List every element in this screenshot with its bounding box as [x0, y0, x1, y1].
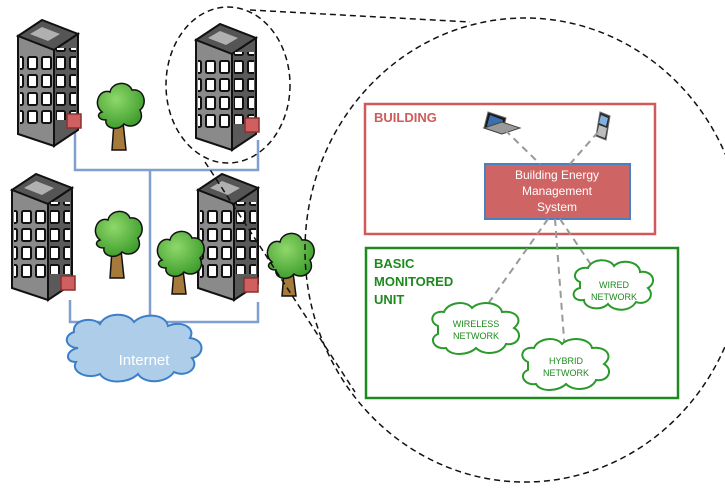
zoom-callout	[165, 6, 725, 483]
internet-cloud-icon: Internet	[65, 313, 203, 383]
tree-icon	[266, 232, 315, 297]
office-building-icon	[193, 22, 260, 152]
wireless-network-cloud: WIRELESS NETWORK	[431, 302, 521, 355]
wired-label-line2: NETWORK	[591, 292, 637, 302]
wired-label-line1: WIRED	[599, 280, 629, 290]
device-links	[477, 129, 601, 353]
bems-box	[484, 163, 631, 220]
building-panel: BUILDING Building Energy Management Syst…	[363, 102, 657, 236]
hybrid-label-line1: HYBRID	[549, 356, 584, 366]
hybrid-network-cloud: HYBRID NETWORK	[521, 338, 611, 391]
building-panel-title: BUILDING	[374, 110, 437, 125]
monitored-title-line3: UNIT	[374, 292, 404, 307]
monitored-title-line2: MONITORED	[374, 274, 453, 289]
tree-icon	[96, 82, 145, 151]
laptop-icon	[482, 111, 522, 135]
office-building-icon	[9, 172, 76, 302]
monitored-title-line1: BASIC	[374, 256, 415, 271]
internet-label: Internet	[119, 352, 171, 369]
wired-network-cloud: WIRED NETWORK	[572, 259, 655, 311]
wireless-label-line2: NETWORK	[453, 331, 499, 341]
bems-label-line1: Building Energy	[515, 168, 599, 182]
wireless-label-line1: WIRELESS	[453, 319, 500, 329]
office-building-icon	[15, 18, 82, 148]
bems-label-line3: System	[537, 200, 577, 214]
hybrid-label-line2: NETWORK	[543, 368, 589, 378]
tree-icon	[156, 230, 205, 295]
smartphone-icon	[595, 111, 611, 141]
tree-icon	[94, 210, 143, 279]
bems-label-line2: Management	[522, 184, 593, 198]
office-building-icon	[195, 172, 261, 302]
